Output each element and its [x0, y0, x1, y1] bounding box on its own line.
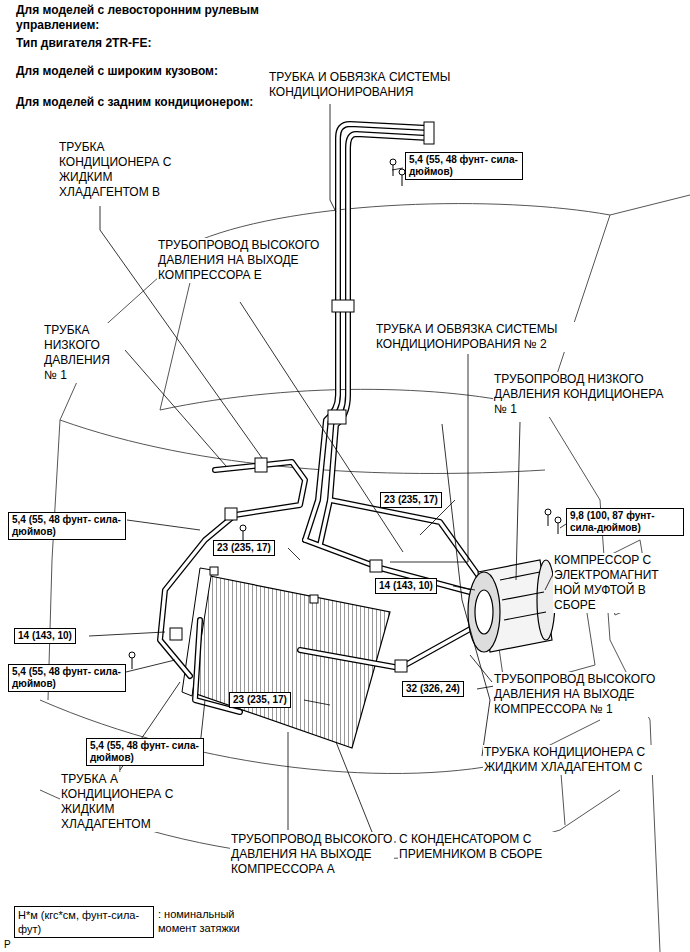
- torque-box: 14 (143, 10): [375, 578, 437, 594]
- legend-note: : номинальный момент затяжки: [158, 907, 258, 935]
- torque-box: 23 (235, 17): [380, 492, 442, 508]
- model-note: Для моделей с задним кондиционером:: [15, 95, 254, 110]
- compressor: [468, 560, 555, 652]
- part-name: ТРУБКА И ОБВЯЗКА СИСТЕМЫ КОНДИЦИОНИРОВАН…: [268, 70, 510, 100]
- page-mark: P: [3, 937, 12, 952]
- torque-box: 23 (235, 17): [229, 692, 291, 708]
- torque-value: 14 (143, 10): [379, 580, 433, 592]
- torque-box: 9,8 (100, 87 фунт- сила-дюймов): [566, 508, 684, 536]
- torque-box: 32 (326, 24): [402, 681, 464, 697]
- torque-value: Н*м (кгс*см, фунт-сила-фут): [18, 908, 150, 936]
- torque-value: 5,4 (55, 48 фунт- сила-дюймов): [12, 514, 122, 538]
- torque-box: 5,4 (55, 48 фунт- сила-дюймов): [86, 738, 204, 766]
- part-name: ТРУБОПРОВОД ВЫСОКОГО ДАВЛЕНИЯ НА ВЫХОДЕ …: [157, 238, 324, 283]
- torque-value: 23 (235, 17): [217, 542, 271, 554]
- legend-box: Н*м (кгс*см, фунт-сила-фут): номинальный…: [14, 906, 154, 938]
- model-note: Для моделей с широким кузовом:: [15, 64, 219, 79]
- part-name: ТРУБКА А КОНДИЦИОНЕРА С ЖИДКИМ ХЛАДАГЕНТ…: [60, 772, 197, 832]
- torque-box: 23 (235, 17): [213, 540, 275, 556]
- torque-value: 23 (235, 17): [233, 694, 287, 706]
- part-name: КОМПРЕССОР С ЭЛЕКТРОМАГНИТ НОЙ МУФТОЙ В …: [553, 553, 681, 613]
- part-name: ТРУБКА И ОБВЯЗКА СИСТЕМЫ КОНДИЦИОНИРОВАН…: [375, 322, 649, 352]
- part-name: ТРУБОПРОВОД ВЫСОКОГО ДАВЛЕНИЯ НА ВЫХОДЕ …: [230, 832, 394, 877]
- torque-value: 9,8 (100, 87 фунт- сила-дюймов): [570, 510, 680, 534]
- condenser: [182, 567, 390, 748]
- part-name: ТРУБКА НИЗКОГО ДАВЛЕНИЯ № 1: [43, 323, 125, 383]
- torque-box: 5,4 (55, 48 фунт- сила-дюймов): [8, 664, 126, 692]
- pipe-fittings: [170, 122, 434, 672]
- torque-box: 14 (143, 10): [14, 628, 76, 644]
- bolt-icons: [129, 159, 561, 756]
- ac-pipes: [160, 124, 478, 712]
- torque-box: 5,4 (55, 48 фунт- сила-дюймов): [405, 152, 523, 180]
- torque-value: 5,4 (55, 48 фунт- сила-дюймов): [90, 740, 200, 764]
- part-name: ТРУБОПРОВОД НИЗКОГО ДАВЛЕНИЯ КОНДИЦИОНЕР…: [493, 372, 670, 417]
- leader-lines: [89, 104, 566, 842]
- torque-value: 5,4 (55, 48 фунт- сила-дюймов): [409, 154, 519, 178]
- torque-box: 5,4 (55, 48 фунт- сила-дюймов): [8, 512, 126, 540]
- torque-value: 14 (143, 10): [18, 630, 72, 642]
- model-note: Для моделей с левосторонним рулевым упра…: [15, 3, 317, 33]
- part-name: ТРУБКА КОНДИЦИОНЕРА С ЖИДКИМ ХЛАДАГЕНТОМ…: [483, 745, 653, 775]
- part-name: С КОНДЕНСАТОРОМ С ПРИЕМНИКОМ В СБОРЕ: [398, 832, 605, 862]
- part-name: ТРУБКА КОНДИЦИОНЕРА С ЖИДКИМ ХЛАДАГЕНТОМ…: [58, 140, 178, 200]
- torque-value: 23 (235, 17): [384, 494, 438, 506]
- torque-value: 5,4 (55, 48 фунт- сила-дюймов): [12, 666, 122, 690]
- van-outline: [40, 195, 690, 952]
- torque-value: 32 (326, 24): [406, 683, 460, 695]
- part-name: ТРУБОПРОВОД ВЫСОКОГО ДАВЛЕНИЯ НА ВЫХОДЕ …: [493, 672, 677, 717]
- model-note: Тип двигателя 2TR-FE:: [15, 36, 152, 51]
